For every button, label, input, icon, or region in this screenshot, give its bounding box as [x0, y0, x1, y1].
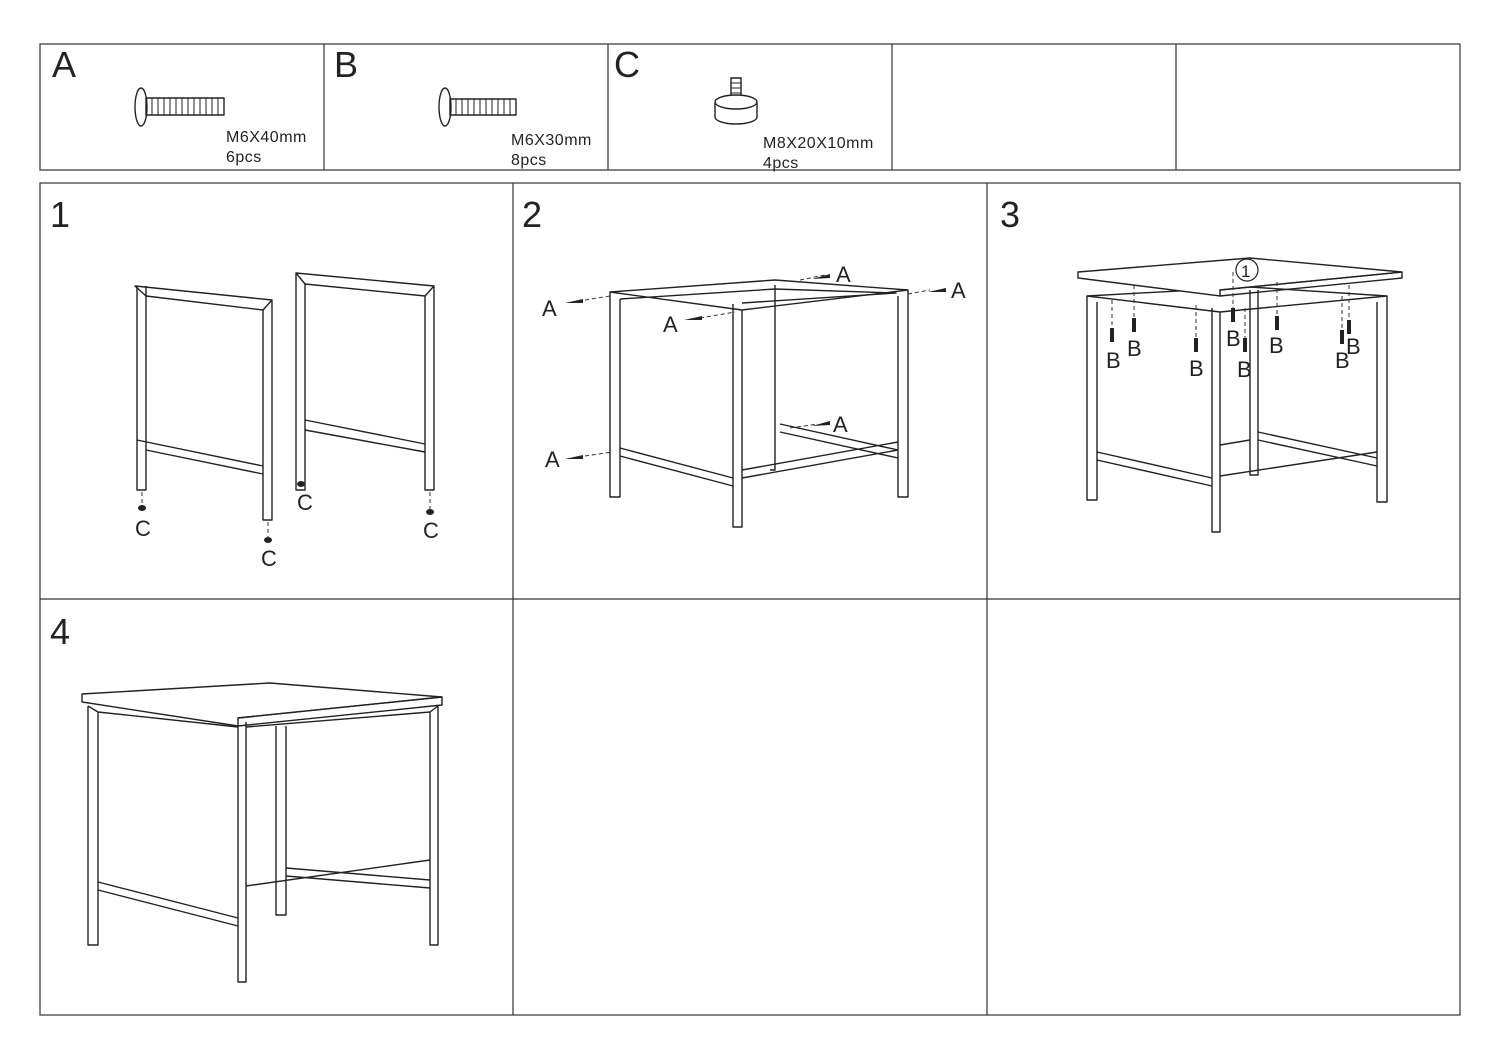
leveling-foot-icon: [714, 77, 758, 125]
part-spec: M6X30mm: [511, 132, 592, 149]
callout-number: 1: [1241, 262, 1250, 281]
part-spec: M8X20X10mm: [763, 135, 874, 152]
assembled-table: [81, 682, 443, 983]
part-c: C M8X20X10mm 4pcs: [614, 44, 874, 172]
part-label: B: [1189, 356, 1204, 381]
steps-grid: [39, 182, 1461, 1016]
step-1: 1 C C C C: [50, 194, 439, 571]
part-letter: A: [52, 44, 76, 85]
part-label: B: [1335, 348, 1350, 373]
part-qty: 4pcs: [763, 155, 799, 172]
screws-b: [1110, 272, 1351, 352]
part-qty: 6pcs: [226, 149, 262, 166]
part-label: B: [1127, 336, 1142, 361]
part-label: A: [951, 278, 966, 303]
part-label: B: [1346, 334, 1361, 359]
step-number: 2: [522, 194, 542, 235]
side-frame-right: [295, 272, 435, 491]
part-label: B: [1226, 326, 1241, 351]
part-label: A: [663, 312, 678, 337]
part-letter: C: [614, 44, 640, 85]
part-label: A: [545, 447, 560, 472]
part-label: B: [1237, 357, 1252, 382]
parts-table: A M6X40mm 6pcs B M6X30mm 8pcs C: [39, 43, 1461, 172]
step-number: 4: [50, 611, 70, 652]
part-label: A: [836, 262, 851, 287]
screw-b-icon: [438, 87, 517, 127]
part-label: A: [542, 296, 557, 321]
step-4: 4: [50, 611, 443, 983]
part-label: C: [135, 516, 151, 541]
part-a: A M6X40mm 6pcs: [52, 44, 307, 166]
screws-a: [565, 274, 946, 459]
screw-a-icon: [134, 87, 225, 127]
step-2: 2 A A A A A A: [522, 194, 966, 528]
part-b: B M6X30mm 8pcs: [334, 44, 592, 169]
step-number: 3: [1000, 194, 1020, 235]
part-label: C: [297, 490, 313, 515]
part-label: C: [423, 518, 439, 543]
part-label: C: [261, 546, 277, 571]
feet-icons: [138, 481, 434, 543]
side-frame-left: [134, 285, 273, 521]
part-letter: B: [334, 44, 358, 85]
callout-1: 1: [1235, 258, 1259, 282]
part-spec: M6X40mm: [226, 129, 307, 146]
part-label: B: [1269, 333, 1284, 358]
part-label: B: [1106, 348, 1121, 373]
step-3: 3 1 B B B B B B B B: [1000, 194, 1403, 533]
step-number: 1: [50, 194, 70, 235]
table-frame: [609, 279, 909, 528]
part-qty: 8pcs: [511, 152, 547, 169]
part-label: A: [833, 412, 848, 437]
